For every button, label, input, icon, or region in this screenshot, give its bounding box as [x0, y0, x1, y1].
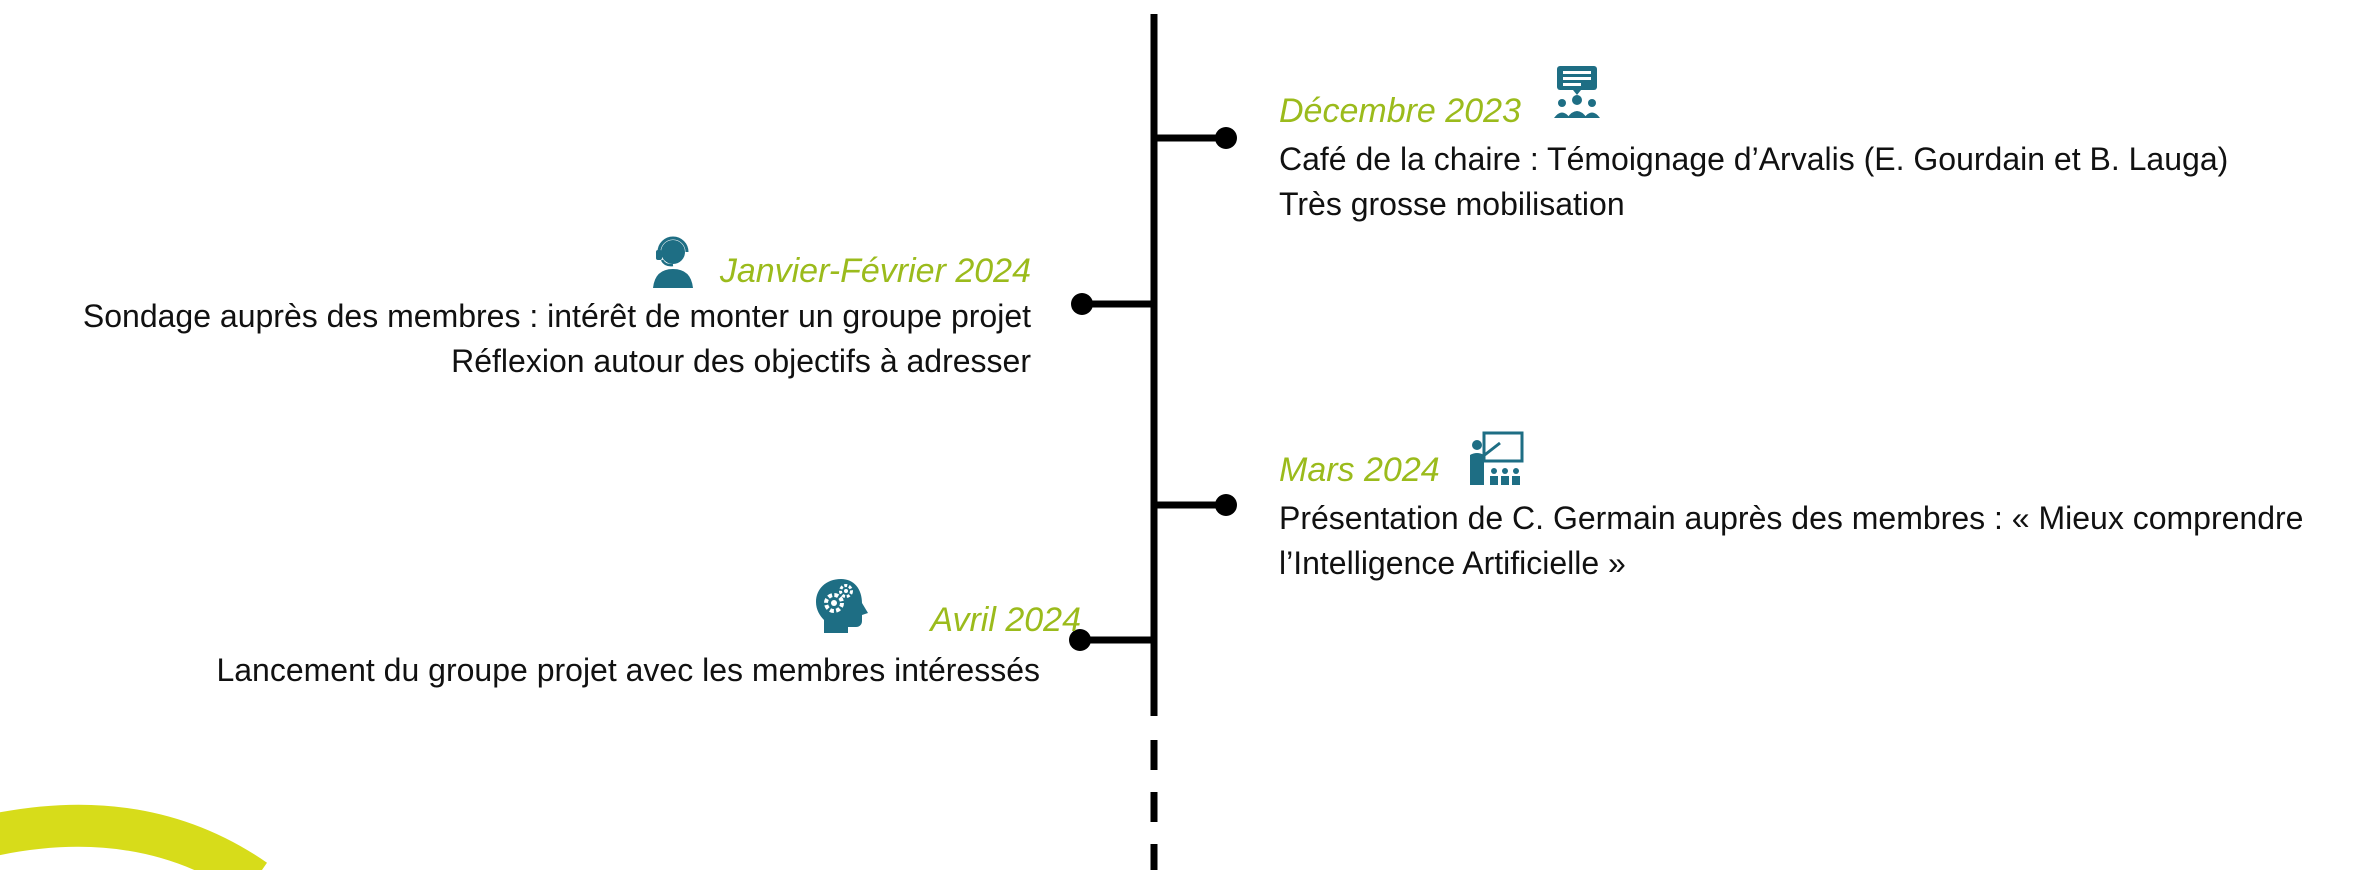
branch-dot-apr-2024	[1069, 629, 1091, 651]
event-line: Café de la chaire : Témoignage d’Arvalis…	[1279, 141, 2229, 177]
event-line: Présentation de C. Germain auprès des me…	[1279, 500, 2304, 536]
event-date-dec-2023: Décembre 2023	[1279, 92, 1521, 130]
event-desc-apr-2024: Lancement du groupe projet avec les memb…	[0, 648, 1040, 693]
event-line: Réflexion autour des objectifs à adresse…	[451, 343, 1031, 379]
event-line: Très grosse mobilisation	[1279, 186, 1625, 222]
accent-arc	[0, 804, 267, 870]
event-line: Lancement du groupe projet avec les memb…	[216, 652, 1040, 688]
event-date-jan-feb-2024: Janvier-Février 2024	[719, 252, 1031, 290]
event-line: l’Intelligence Artificielle »	[1279, 545, 1626, 581]
branch-dot-dec-2023	[1215, 127, 1237, 149]
event-desc-jan-feb-2024: Sondage auprès des membres : intérêt de …	[0, 294, 1031, 384]
brain-gears-icon	[816, 579, 868, 633]
event-date-apr-2024: Avril 2024	[930, 601, 1081, 639]
audience-presentation-icon	[1554, 66, 1600, 118]
headset-user-icon	[653, 236, 693, 288]
teacher-board-icon	[1470, 431, 1524, 485]
event-desc-mar-2024: Présentation de C. Germain auprès des me…	[1279, 496, 2303, 586]
event-desc-dec-2023: Café de la chaire : Témoignage d’Arvalis…	[1279, 137, 2228, 227]
event-line: Sondage auprès des membres : intérêt de …	[82, 298, 1031, 334]
branch-dot-jan-feb-2024	[1071, 293, 1093, 315]
event-date-mar-2024: Mars 2024	[1279, 451, 1440, 489]
branch-dot-mar-2024	[1215, 494, 1237, 516]
